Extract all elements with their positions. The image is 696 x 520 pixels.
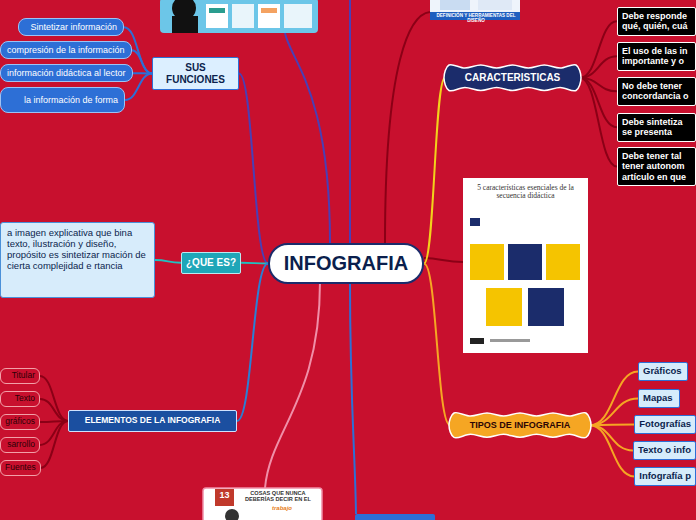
branch-connector: [424, 264, 450, 426]
leader-line: [350, 282, 356, 514]
leader-line: [285, 33, 330, 243]
leader-line: [265, 282, 320, 488]
node-text: Titular: [5, 371, 35, 381]
node-text: Debe sintetiza se presenta: [622, 117, 691, 138]
branch-connector: [590, 398, 638, 425]
node-text: ¿QUE ES?: [186, 257, 236, 269]
node-text: Gráficos: [643, 366, 683, 377]
branch-connector: [40, 421, 68, 445]
branch-connector: [40, 376, 68, 421]
node-text: CARACTERISTICAS: [457, 72, 568, 84]
node-text: a imagen explicativa que bina texto, ilu…: [7, 228, 148, 272]
branch-connector: [237, 264, 268, 421]
picture-bottom: [203, 488, 322, 520]
wave-branch: CARACTERISTICAS: [445, 64, 580, 92]
element-bubble: Titular: [0, 368, 40, 384]
type-box: Mapas: [638, 389, 680, 408]
node-text: Fotografías: [639, 419, 691, 430]
node-text: Debe responde qué, quién, cuá: [622, 11, 691, 32]
picture-title: trabajo: [262, 505, 302, 512]
picture-caption: DEFINICIÓN Y HERRAMIENTAS DEL DISEÑO: [432, 13, 520, 23]
callout-number: 13: [215, 491, 234, 501]
function-bubble: Sintetizar información: [18, 18, 124, 36]
picture-title: COSAS QUE NUNCA DEBERÍAS DECIR EN EL: [237, 490, 319, 502]
poster-picture: [463, 178, 588, 353]
element-bubble: Texto: [0, 391, 40, 407]
leader-line: [424, 258, 463, 262]
element-bubble: Fuentes: [0, 460, 41, 476]
wave-branch: TIPOS DE INFOGRAFIA: [450, 412, 590, 438]
node-text: Debe tener tal tener autonom artículo en…: [622, 151, 691, 182]
poster-title: 5 características esenciales de la secue…: [468, 184, 583, 201]
feature-box: El uso de las in importante y o: [617, 42, 696, 71]
branch-connector: [580, 21, 617, 77]
function-bubble: compresión de la información: [0, 41, 132, 59]
type-box: Fotografías: [634, 415, 696, 434]
branch-connector: [41, 421, 68, 468]
branch-connector: [132, 50, 152, 73]
node-text: No debe tener concordancia o: [622, 81, 691, 102]
type-box: Texto o info: [633, 441, 696, 460]
node-text: Mapas: [643, 393, 675, 404]
branch-connector: [590, 425, 634, 476]
feature-box: Debe tener tal tener autonom artículo en…: [617, 147, 696, 186]
branch-connector: [580, 56, 617, 77]
definition-box: a imagen explicativa que bina texto, ilu…: [0, 222, 155, 298]
node-text: Sintetizar información: [25, 22, 117, 32]
leader-line: [349, 0, 351, 243]
cut-box: [355, 514, 435, 520]
branch-connector: [241, 262, 268, 265]
leader-line: [385, 12, 430, 243]
node-text: Texto o info: [638, 445, 691, 456]
feature-box: Debe sintetiza se presenta: [617, 113, 696, 142]
branch-connector: [590, 371, 638, 425]
branch-connector: [40, 399, 68, 421]
feature-box: No debe tener concordancia o: [617, 77, 696, 106]
node-text: INFOGRAFIA: [284, 252, 408, 275]
branch-connector: [424, 78, 445, 264]
branch-box: ELEMENTOS DE LA INFOGRAFIA: [68, 410, 237, 432]
node-text: la información de forma: [24, 95, 118, 105]
function-bubble: información didáctica al lector: [0, 64, 133, 82]
node-text: TIPOS DE INFOGRAFIA: [462, 420, 578, 430]
wave-path: [449, 413, 591, 438]
node-text: El uso de las in importante y o: [622, 46, 691, 67]
picture-top: [160, 0, 318, 33]
node-text: gráficos: [5, 417, 35, 427]
node-text: Texto: [5, 394, 35, 404]
feature-box: Debe responde qué, quién, cuá: [617, 7, 696, 36]
branch-box: SUS FUNCIONES: [152, 57, 239, 90]
node-text: sarrollo: [5, 440, 35, 450]
central-topic: INFOGRAFIA: [268, 243, 424, 284]
node-text: compresión de la información: [7, 45, 125, 55]
branch-connector: [239, 74, 268, 264]
branch-connector: [580, 78, 617, 167]
type-box: Infografía p: [634, 467, 696, 486]
branch-box: ¿QUE ES?: [181, 252, 241, 274]
element-bubble: sarrollo: [0, 437, 40, 453]
node-text: información didáctica al lector: [7, 68, 126, 78]
branch-connector: [590, 425, 633, 450]
element-bubble: gráficos: [0, 414, 40, 430]
function-bubble: la información de forma: [0, 87, 125, 113]
branch-connector: [155, 260, 181, 263]
node-text: Fuentes: [5, 463, 36, 473]
node-text: Infografía p: [639, 471, 691, 482]
node-text: SUS FUNCIONES: [158, 62, 233, 85]
wave-path: [444, 65, 581, 91]
type-box: Gráficos: [638, 362, 688, 381]
node-text: ELEMENTOS DE LA INFOGRAFIA: [74, 416, 231, 426]
